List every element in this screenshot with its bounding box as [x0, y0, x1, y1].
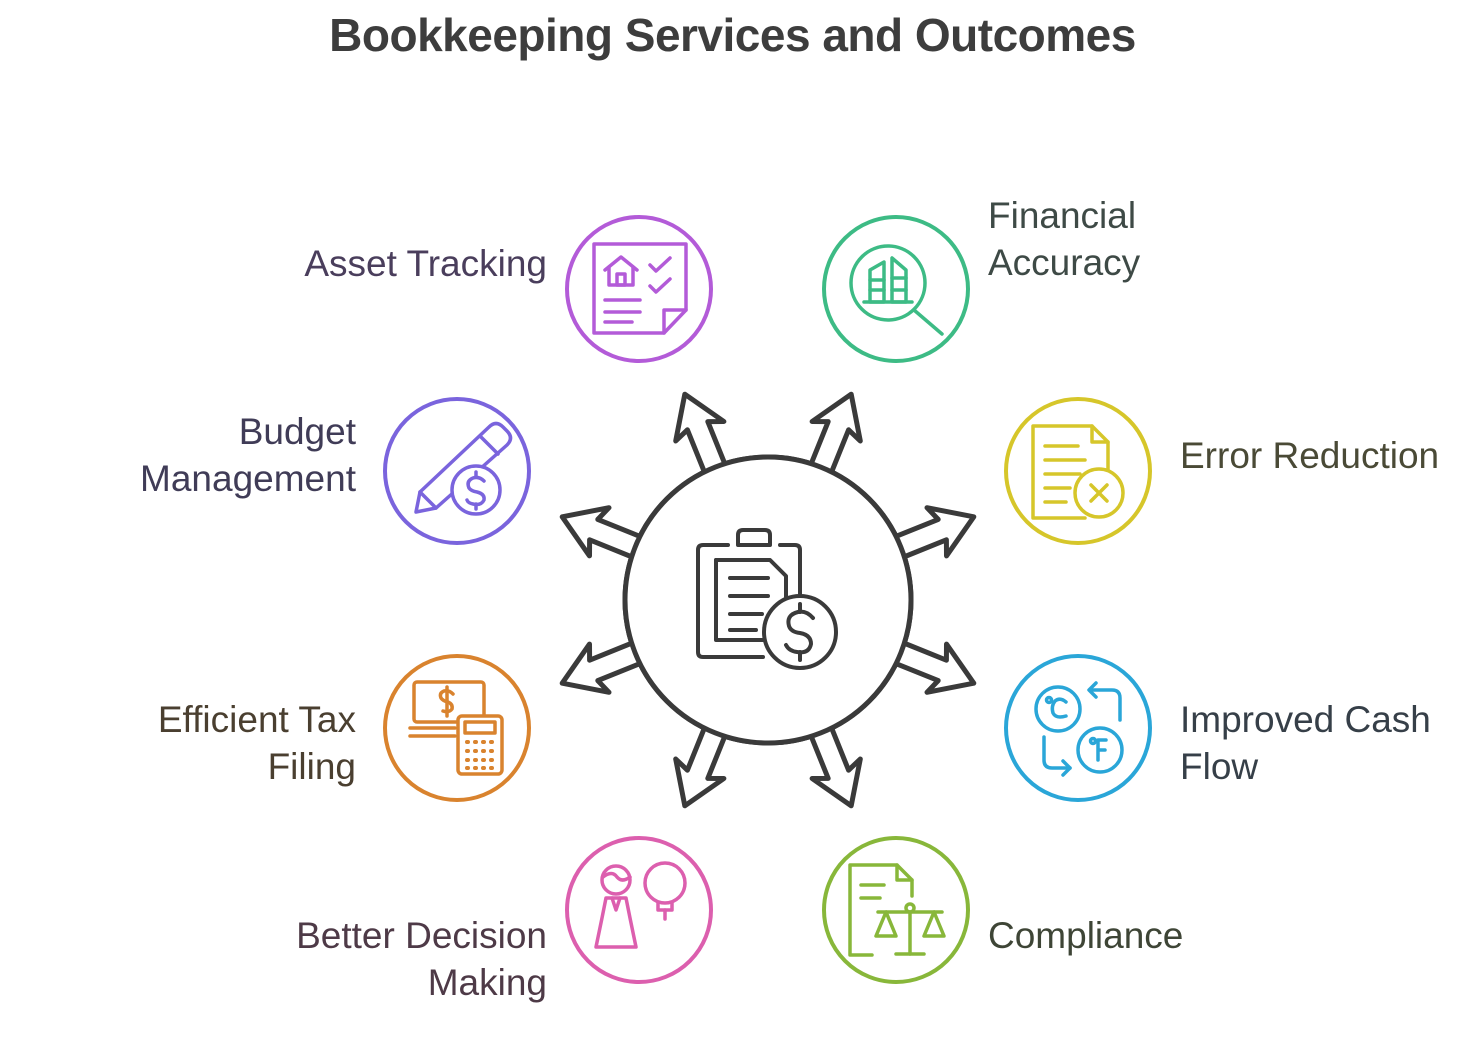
person-lightbulb-icon	[594, 861, 687, 949]
arrow-to-compliance	[807, 721, 863, 809]
arrows-group	[559, 391, 977, 809]
node-compliance	[822, 836, 970, 984]
label-improved-cash-flow: Improved Cash Flow	[1180, 699, 1431, 787]
magnifier-chart-icon	[849, 244, 944, 336]
label-financial-accuracy: Financial Accuracy	[988, 195, 1141, 283]
money-calculator-icon	[408, 680, 504, 776]
diagram-title: Bookkeeping Services and Outcomes	[329, 9, 1136, 61]
exchange-cycle-icon	[1034, 681, 1124, 777]
document-x-icon	[1031, 424, 1125, 520]
node-budget-management	[383, 397, 531, 545]
arrow-to-budget-management	[559, 505, 647, 561]
arrow-to-efficient-tax-filing	[559, 639, 647, 695]
node-error-reduction	[1004, 397, 1152, 545]
label-budget-management: Budget Management	[140, 411, 356, 499]
document-scales-icon	[848, 863, 946, 957]
node-efficient-tax-filing	[383, 654, 531, 802]
label-better-decision-making: Better Decision Making	[296, 915, 547, 1003]
node-asset-tracking	[565, 215, 713, 363]
clipboard-dollar-icon	[696, 528, 838, 670]
property-checklist-icon	[592, 242, 688, 335]
label-compliance: Compliance	[988, 915, 1184, 956]
arrow-to-improved-cash-flow	[889, 639, 977, 695]
node-improved-cash-flow	[1004, 654, 1152, 802]
label-efficient-tax-filing: Efficient Tax Filing	[157, 699, 356, 787]
node-financial-accuracy	[822, 215, 970, 363]
arrow-to-better-decision-making	[673, 721, 729, 809]
pencil-dollar-icon	[414, 421, 513, 516]
label-error-reduction: Error Reduction	[1180, 435, 1440, 476]
center-hub-circle	[622, 454, 914, 746]
label-asset-tracking: Asset Tracking	[304, 243, 547, 284]
node-better-decision-making	[565, 836, 713, 984]
arrow-to-financial-accuracy	[807, 391, 863, 479]
arrow-to-error-reduction	[889, 505, 977, 561]
arrow-to-asset-tracking	[673, 391, 729, 479]
